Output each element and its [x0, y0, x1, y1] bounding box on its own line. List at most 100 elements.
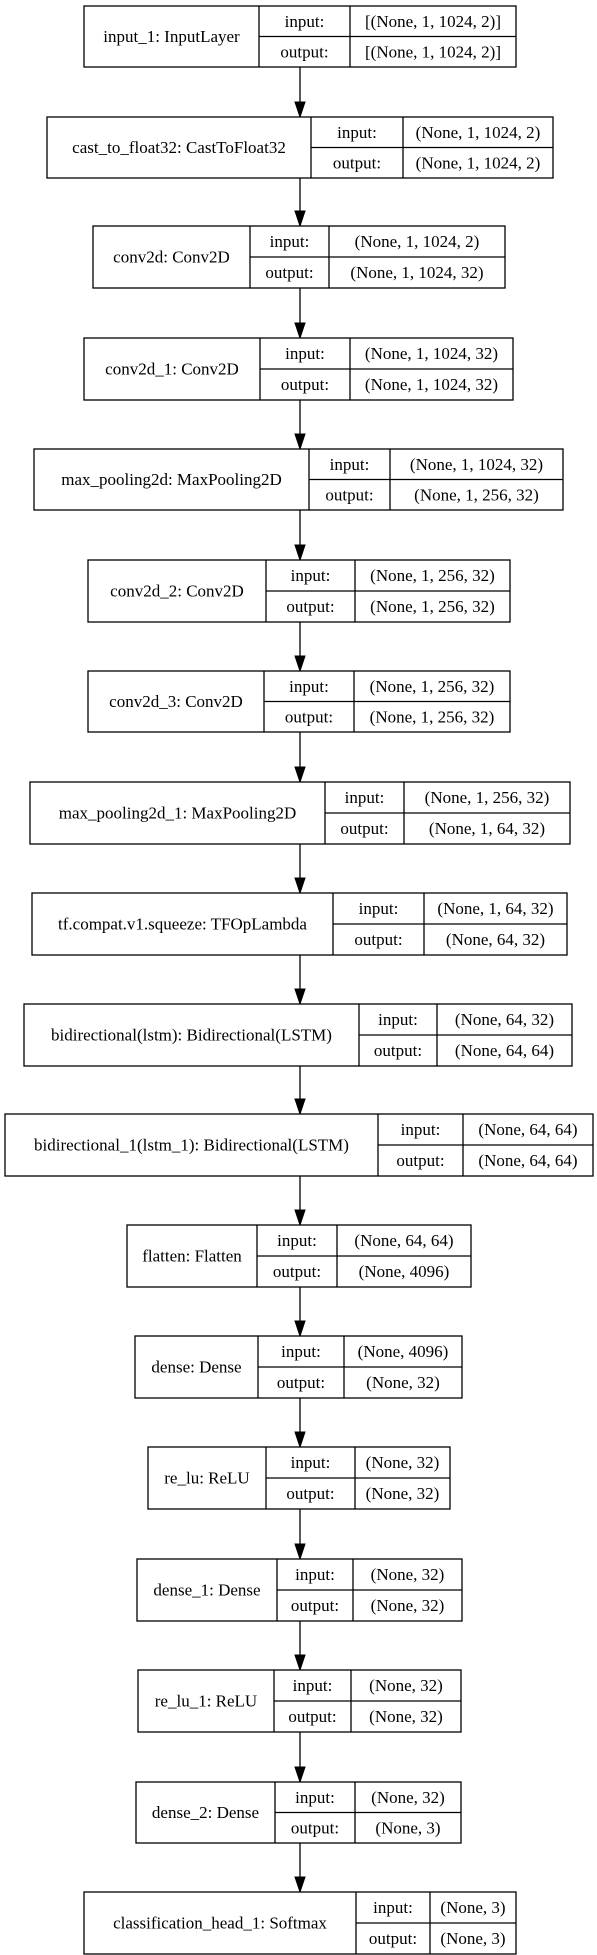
layer-name: dense: Dense	[151, 1358, 241, 1377]
input-label: input:	[285, 12, 325, 31]
input-label: input:	[285, 344, 325, 363]
input-label: input:	[270, 232, 310, 251]
arrow-head-icon	[294, 877, 306, 895]
layer-name: re_lu_1: ReLU	[155, 1692, 257, 1711]
output-shape: (None, 3)	[375, 1818, 440, 1837]
output-label: output:	[374, 1041, 422, 1060]
output-shape: (None, 32)	[366, 1484, 440, 1503]
input-shape: (None, 1, 1024, 2)	[416, 123, 541, 142]
arrow-head-icon	[294, 1431, 306, 1449]
output-shape: (None, 1, 1024, 32)	[365, 375, 498, 394]
input-label: input:	[291, 1453, 331, 1472]
input-label: input:	[295, 1788, 335, 1807]
layer-node: conv2d_3: Conv2D input: output: (None, 1, 2…	[87, 670, 511, 733]
output-label: output:	[277, 1373, 325, 1392]
layer-name: conv2d_1: Conv2D	[105, 360, 239, 379]
input-label: input:	[295, 1565, 335, 1584]
input-shape: (None, 64, 32)	[455, 1010, 554, 1029]
arrow-head-icon	[294, 433, 306, 451]
output-shape: (None, 4096)	[359, 1262, 450, 1281]
output-label: output:	[325, 485, 373, 504]
input-shape: (None, 32)	[371, 1788, 445, 1807]
output-label: output:	[333, 153, 381, 172]
output-label: output:	[265, 263, 313, 282]
input-shape: (None, 32)	[371, 1565, 445, 1584]
input-shape: (None, 1, 1024, 32)	[410, 455, 543, 474]
output-label: output:	[291, 1818, 339, 1837]
arrow-head-icon	[294, 322, 306, 340]
layer-name: cast_to_float32: CastToFloat32	[72, 138, 286, 157]
output-shape: (None, 32)	[369, 1707, 443, 1726]
layer-name: bidirectional(lstm): Bidirectional(LSTM)	[51, 1026, 332, 1045]
arrow-head-icon	[294, 544, 306, 562]
input-label: input:	[359, 899, 399, 918]
arrow-head-icon	[294, 1654, 306, 1672]
layer-name: max_pooling2d_1: MaxPooling2D	[59, 804, 297, 823]
input-shape: (None, 1, 256, 32)	[370, 566, 495, 585]
layer-node: dense: Dense input: output: (None, 4096) (No…	[134, 1335, 463, 1399]
arrow-head-icon	[294, 655, 306, 673]
input-shape: (None, 32)	[369, 1676, 443, 1695]
input-shape: (None, 1, 1024, 2)	[355, 232, 480, 251]
layer-name: max_pooling2d: MaxPooling2D	[61, 470, 282, 489]
arrow-head-icon	[294, 988, 306, 1006]
input-shape: [(None, 1, 1024, 2)]	[365, 12, 501, 31]
layer-name: input_1: InputLayer	[103, 27, 240, 46]
output-shape: (None, 1, 1024, 2)	[416, 153, 541, 172]
input-label: input:	[277, 1231, 317, 1250]
output-label: output:	[273, 1262, 321, 1281]
input-label: input:	[281, 1342, 321, 1361]
input-label: input:	[289, 677, 329, 696]
input-shape: (None, 64, 64)	[478, 1120, 577, 1139]
output-label: output:	[281, 375, 329, 394]
output-label: output:	[286, 597, 334, 616]
input-label: input:	[293, 1676, 333, 1695]
output-shape: (None, 1, 256, 32)	[370, 707, 495, 726]
layer-node: conv2d_2: Conv2D input: output: (None, 1, 2…	[87, 559, 511, 623]
arrow-head-icon	[294, 101, 306, 119]
input-label: input:	[330, 455, 370, 474]
output-shape: (None, 1, 256, 32)	[414, 485, 539, 504]
output-label: output:	[396, 1151, 444, 1170]
input-label: input:	[291, 566, 331, 585]
layer-node: max_pooling2d: MaxPooling2D input: output:…	[33, 448, 564, 511]
input-shape: (None, 64, 64)	[354, 1231, 453, 1250]
output-shape: (None, 64, 64)	[455, 1041, 554, 1060]
output-label: output:	[280, 42, 328, 61]
output-shape: (None, 32)	[371, 1596, 445, 1615]
output-label: output:	[340, 819, 388, 838]
layer-node: tf.compat.v1.squeeze: TFOpLambdainput:ou…	[31, 892, 568, 956]
arrow-head-icon	[294, 766, 306, 784]
input-label: input:	[345, 788, 385, 807]
layer-name: conv2d_2: Conv2D	[110, 582, 244, 601]
layer-name: bidirectional_1(lstm_1): Bidirectional(L…	[34, 1136, 349, 1155]
output-label: output:	[285, 707, 333, 726]
input-shape: (None, 4096)	[358, 1342, 449, 1361]
input-shape: (None, 1, 64, 32)	[437, 899, 553, 918]
layer-name: conv2d_3: Conv2D	[109, 692, 243, 711]
arrow-head-icon	[294, 1320, 306, 1338]
layer-name: tf.compat.v1.squeeze: TFOpLambda	[58, 915, 307, 934]
output-shape: (None, 64, 64)	[478, 1151, 577, 1170]
output-shape: (None, 64, 32)	[446, 930, 545, 949]
layer-name: dense_1: Dense	[153, 1581, 260, 1600]
input-shape: (None, 1, 256, 32)	[370, 677, 495, 696]
output-shape: (None, 1, 1024, 32)	[350, 263, 483, 282]
layer-node: bidirectional(lstm): Bidirectional(LSTM)…	[23, 1003, 573, 1067]
output-shape: (None, 32)	[366, 1373, 440, 1392]
layer-node: bidirectional_1(lstm_1): Bidirectional(L…	[4, 1113, 594, 1177]
input-label: input:	[337, 123, 377, 142]
output-label: output:	[286, 1484, 334, 1503]
arrow-head-icon	[294, 1543, 306, 1561]
arrow-head-icon	[294, 1766, 306, 1784]
input-shape: (None, 1, 1024, 32)	[365, 344, 498, 363]
output-shape: (None, 1, 256, 32)	[370, 597, 495, 616]
output-shape: (None, 1, 64, 32)	[429, 819, 545, 838]
arrow-head-icon	[294, 1876, 306, 1894]
